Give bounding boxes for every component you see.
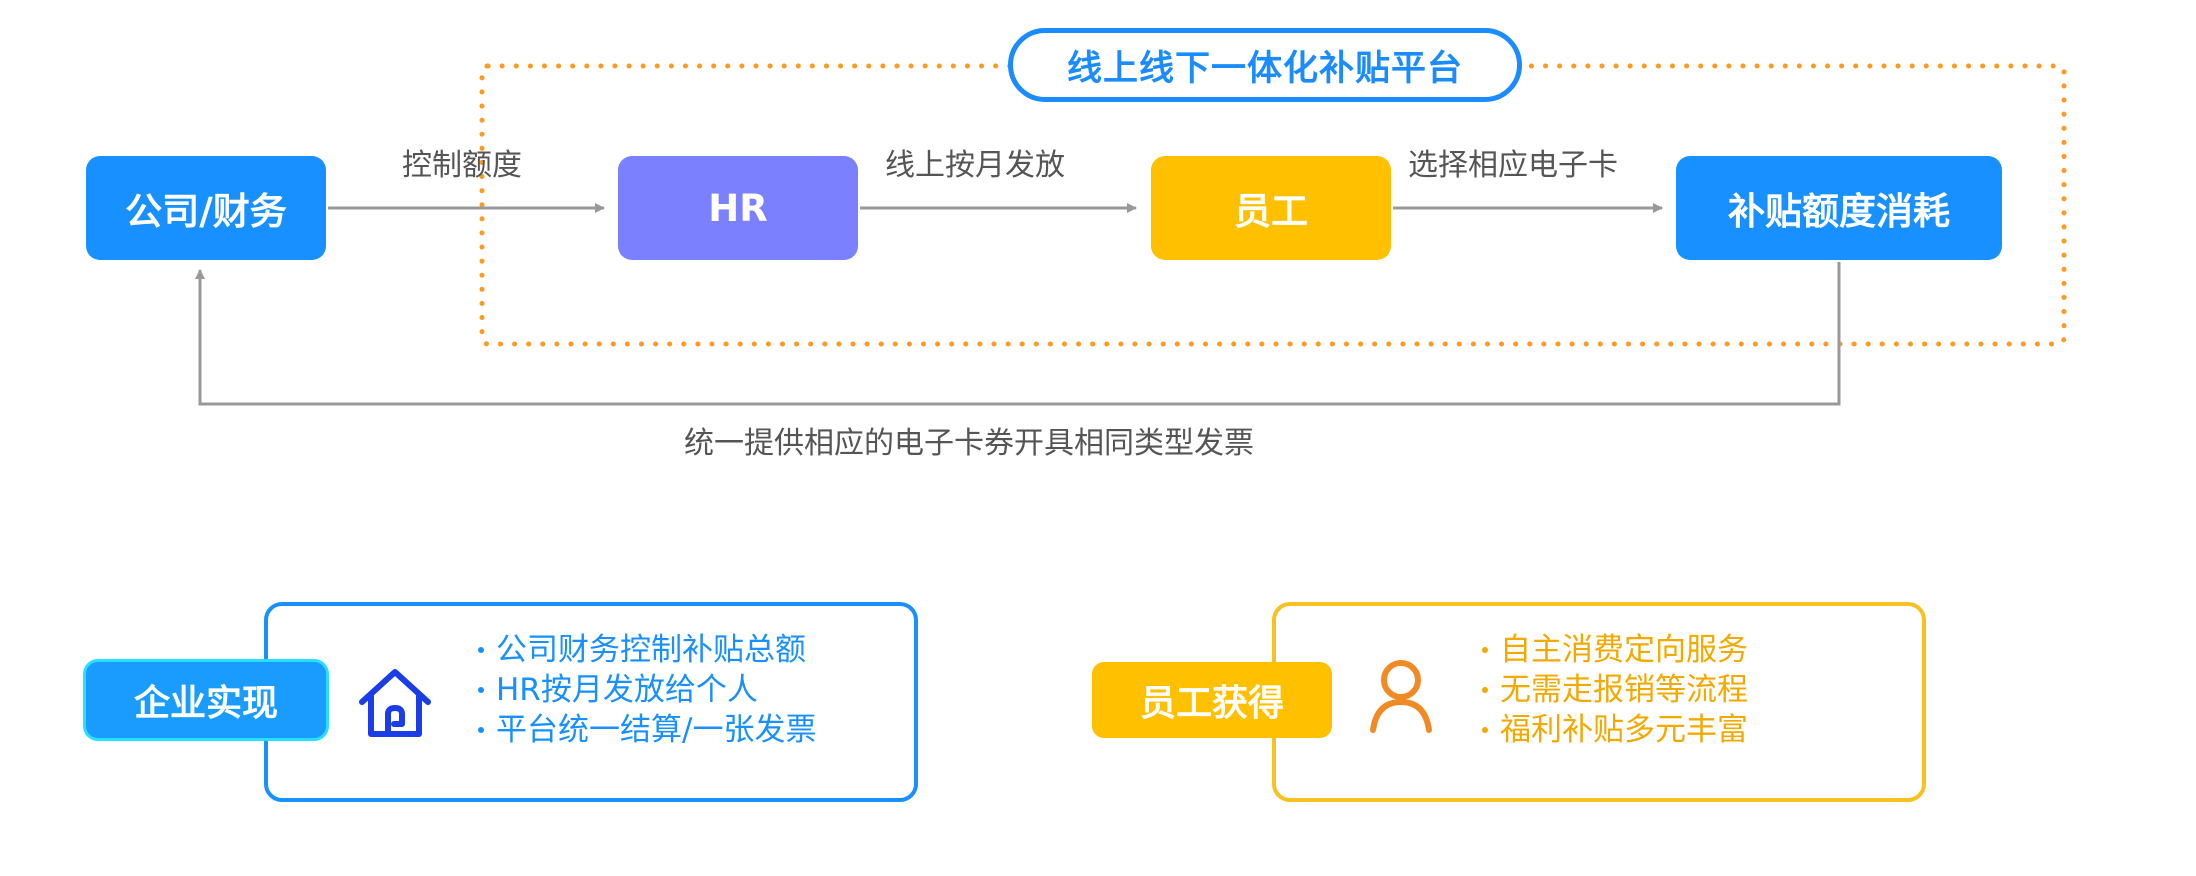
platform-title: 线上线下一体化补贴平台 [1008,28,1522,102]
edge-label-select-card: 选择相应电子卡 [1408,148,1618,183]
node-hr: HR [618,156,858,260]
edge-label-control-quota: 控制额度 [402,148,522,183]
node-company-finance: 公司/财务 [86,156,326,260]
node-subsidy-consumption: 补贴额度消耗 [1676,156,2002,260]
list-item: 无需走报销等流程 [1482,670,1748,710]
arrow-consume-to-company [195,262,1841,406]
list-item: 平台统一结算/一张发票 [478,710,816,750]
employee-bullet-list: 自主消费定向服务 无需走报销等流程 福利补贴多元丰富 [1482,630,1748,750]
user-icon [1370,660,1432,733]
employee-tag: 员工获得 [1092,662,1332,738]
home-icon [359,669,431,737]
list-item: 公司财务控制补贴总额 [478,630,816,670]
edge-label-monthly-issue: 线上按月发放 [885,148,1065,183]
list-item: 福利补贴多元丰富 [1482,710,1748,750]
platform-dotted-region [479,63,2067,347]
list-item: 自主消费定向服务 [1482,630,1748,670]
enterprise-bullet-list: 公司财务控制补贴总额 HR按月发放给个人 平台统一结算/一张发票 [478,630,816,750]
edge-label-unified-invoice: 统一提供相应的电子卡券开具相同类型发票 [684,426,1254,461]
list-item: HR按月发放给个人 [478,670,816,710]
employee-panel [1272,602,1926,802]
enterprise-tag: 企业实现 [86,662,326,738]
node-employee: 员工 [1151,156,1391,260]
